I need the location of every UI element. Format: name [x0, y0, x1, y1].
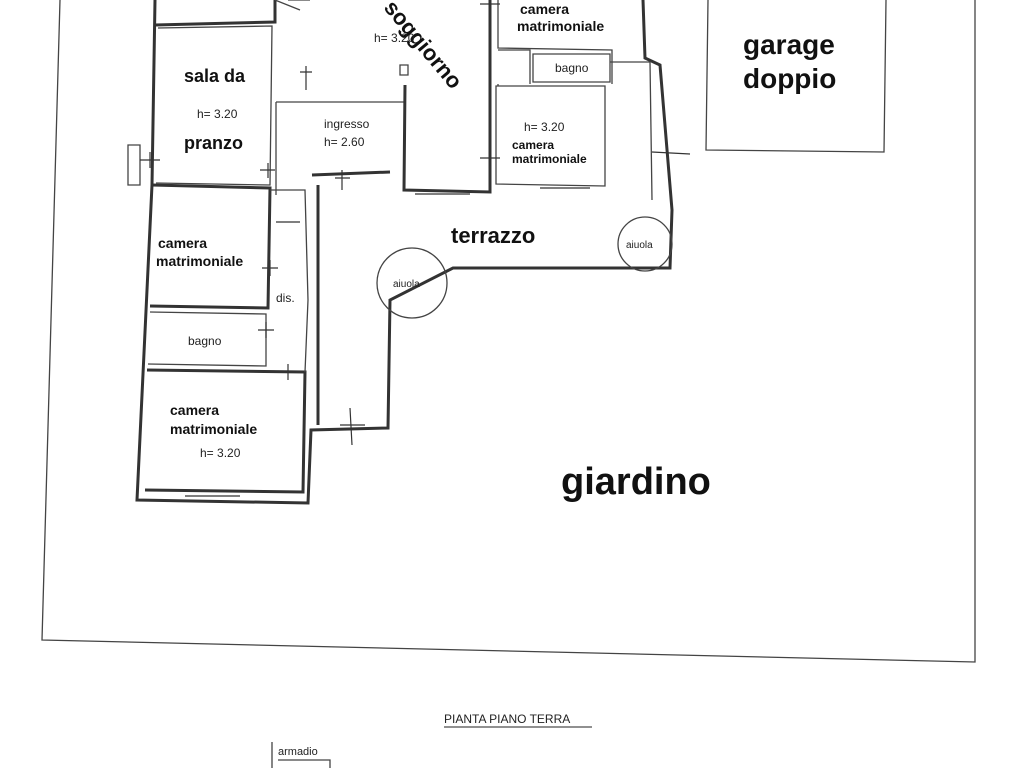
garden-boundary [41, 0, 976, 663]
bagno-left-label: bagno [188, 334, 222, 348]
camera-bottom-label-2: matrimoniale [170, 421, 257, 437]
aiuola-right-circle [617, 216, 673, 272]
camera-right-label-1: camera [512, 138, 554, 152]
garage-label-1: garage [743, 29, 835, 60]
plan-title: PIANTA PIANO TERRA [444, 712, 570, 726]
camera-top-label-2: matrimoniale [517, 18, 604, 34]
sala-da-pranzo-height: h= 3.20 [197, 107, 238, 121]
garage-label-2: doppio [743, 63, 836, 94]
sala-da-pranzo-label-1: sala da [184, 66, 246, 86]
soggiorno-height: h= 3.20 [374, 31, 415, 45]
camera-right-height: h= 3.20 [524, 120, 565, 134]
camera-left-label-2: matrimoniale [156, 253, 243, 269]
armadio-label: armadio [278, 746, 318, 758]
garage-outline [705, 0, 887, 153]
sala-da-pranzo-label-2: pranzo [184, 133, 243, 153]
camera-bottom-height: h= 3.20 [200, 446, 241, 460]
house-walls [135, 0, 674, 505]
giardino-label: giardino [561, 461, 711, 503]
dis-label: dis. [276, 291, 295, 305]
camera-bottom-label-1: camera [170, 402, 219, 418]
ingresso-label: ingresso [324, 117, 370, 131]
camera-right-label-2: matrimoniale [512, 152, 587, 166]
internal-walls [127, 0, 653, 494]
door-marks [140, 3, 691, 497]
bagno-top-label: bagno [555, 61, 589, 75]
camera-left-label-1: camera [158, 235, 207, 251]
ingresso-height: h= 2.60 [324, 135, 365, 149]
aiuola-right-label: aiuola [626, 240, 653, 251]
soggiorno-label: soggiorno [379, 0, 467, 94]
camera-top-label-1: camera [520, 1, 569, 17]
lower-plan-fragment [271, 742, 331, 768]
aiuola-left-label: aiuola [393, 279, 420, 290]
terrazzo-label: terrazzo [451, 223, 535, 248]
aiuola-left-circle [376, 247, 448, 319]
